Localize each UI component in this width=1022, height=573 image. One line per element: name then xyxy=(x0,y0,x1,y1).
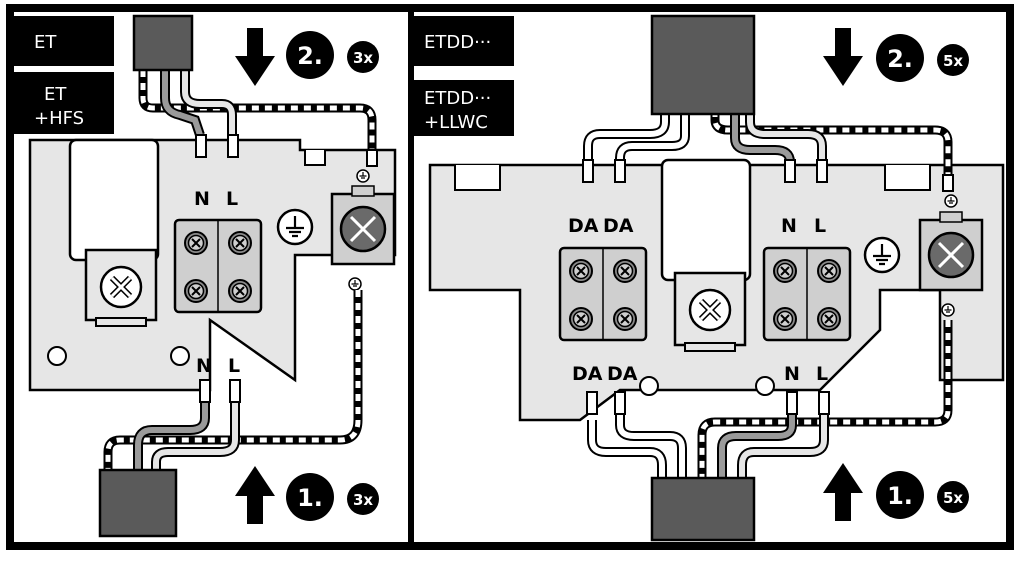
product-tag-text: ETDD··· xyxy=(424,88,491,109)
product-tag xyxy=(414,16,514,66)
strain-relief-slot xyxy=(660,158,752,282)
mounting-hole xyxy=(639,376,659,396)
step-count-badge xyxy=(347,41,379,73)
ground-symbol-icon xyxy=(941,303,955,317)
terminal-screw-icon xyxy=(569,307,593,331)
terminal-screw-icon xyxy=(613,259,637,283)
terminal-screw-icon xyxy=(613,307,637,331)
terminal-label: L xyxy=(816,363,828,385)
terminal-screw-icon xyxy=(184,231,208,255)
left-panel: ET ET +HFS N L N L 2. 3x 1. 3x xyxy=(14,14,397,538)
terminal-screw-icon xyxy=(817,259,841,283)
terminal-label: DA xyxy=(603,215,634,237)
bottom-connector xyxy=(98,468,178,538)
step-badge xyxy=(286,473,334,521)
mounting-hole xyxy=(170,346,190,366)
top-connector xyxy=(650,14,756,116)
step-number: 2. xyxy=(887,45,913,73)
terminal-screw-icon xyxy=(228,279,252,303)
terminal-label: DA xyxy=(572,363,603,385)
step-count-badge xyxy=(347,483,379,515)
bottom-connector xyxy=(650,476,756,542)
step-count: 5x xyxy=(943,52,963,70)
top-connector xyxy=(132,14,194,72)
step-count: 3x xyxy=(353,49,373,67)
step-badge xyxy=(286,31,334,79)
step-number: 1. xyxy=(887,482,913,510)
ground-symbol-icon xyxy=(276,208,314,246)
product-tag-text: ETDD··· xyxy=(424,32,491,53)
product-tag-text: ET xyxy=(44,84,67,105)
ground-symbol-icon xyxy=(356,169,370,183)
clamp-screw-icon xyxy=(690,290,730,330)
product-tag xyxy=(414,80,514,136)
product-tag-text: +HFS xyxy=(34,108,84,129)
step-count-badge xyxy=(937,481,969,513)
product-tag xyxy=(14,72,114,134)
clamp-screw-icon xyxy=(101,267,141,307)
terminal-screw-icon xyxy=(228,231,252,255)
terminal-label: N xyxy=(196,355,212,377)
terminal-screw-icon xyxy=(817,307,841,331)
step-count: 5x xyxy=(943,489,963,507)
step-number: 2. xyxy=(297,42,323,70)
terminal-label: DA xyxy=(607,363,638,385)
terminal-label: N xyxy=(784,363,800,385)
step-badge xyxy=(876,471,924,519)
mounting-hole xyxy=(47,346,67,366)
terminal-screw-icon xyxy=(569,259,593,283)
step-number: 1. xyxy=(297,484,323,512)
ground-symbol-icon xyxy=(863,236,901,274)
terminal-screw-icon xyxy=(773,307,797,331)
product-tag xyxy=(14,16,114,66)
strain-relief-slot xyxy=(68,138,160,262)
step-badge xyxy=(876,34,924,82)
terminal-screw-icon xyxy=(184,279,208,303)
terminal-label: L xyxy=(814,215,826,237)
ground-symbol-icon xyxy=(348,277,362,291)
step-count-badge xyxy=(937,44,969,76)
mounting-hole xyxy=(755,376,775,396)
product-tag-text: ET xyxy=(34,32,57,53)
terminal-label: N xyxy=(781,215,797,237)
right-panel: ETDD··· ETDD··· +LLWC DA DA N L DA DA N … xyxy=(414,14,1005,542)
product-tag-text: +LLWC xyxy=(424,112,488,133)
terminal-screw-icon xyxy=(773,259,797,283)
step-count: 3x xyxy=(353,491,373,509)
terminal-label: L xyxy=(228,355,240,377)
terminal-label: N xyxy=(194,188,210,210)
terminal-label: DA xyxy=(568,215,599,237)
terminal-label: L xyxy=(226,188,238,210)
ground-symbol-icon xyxy=(944,194,958,208)
